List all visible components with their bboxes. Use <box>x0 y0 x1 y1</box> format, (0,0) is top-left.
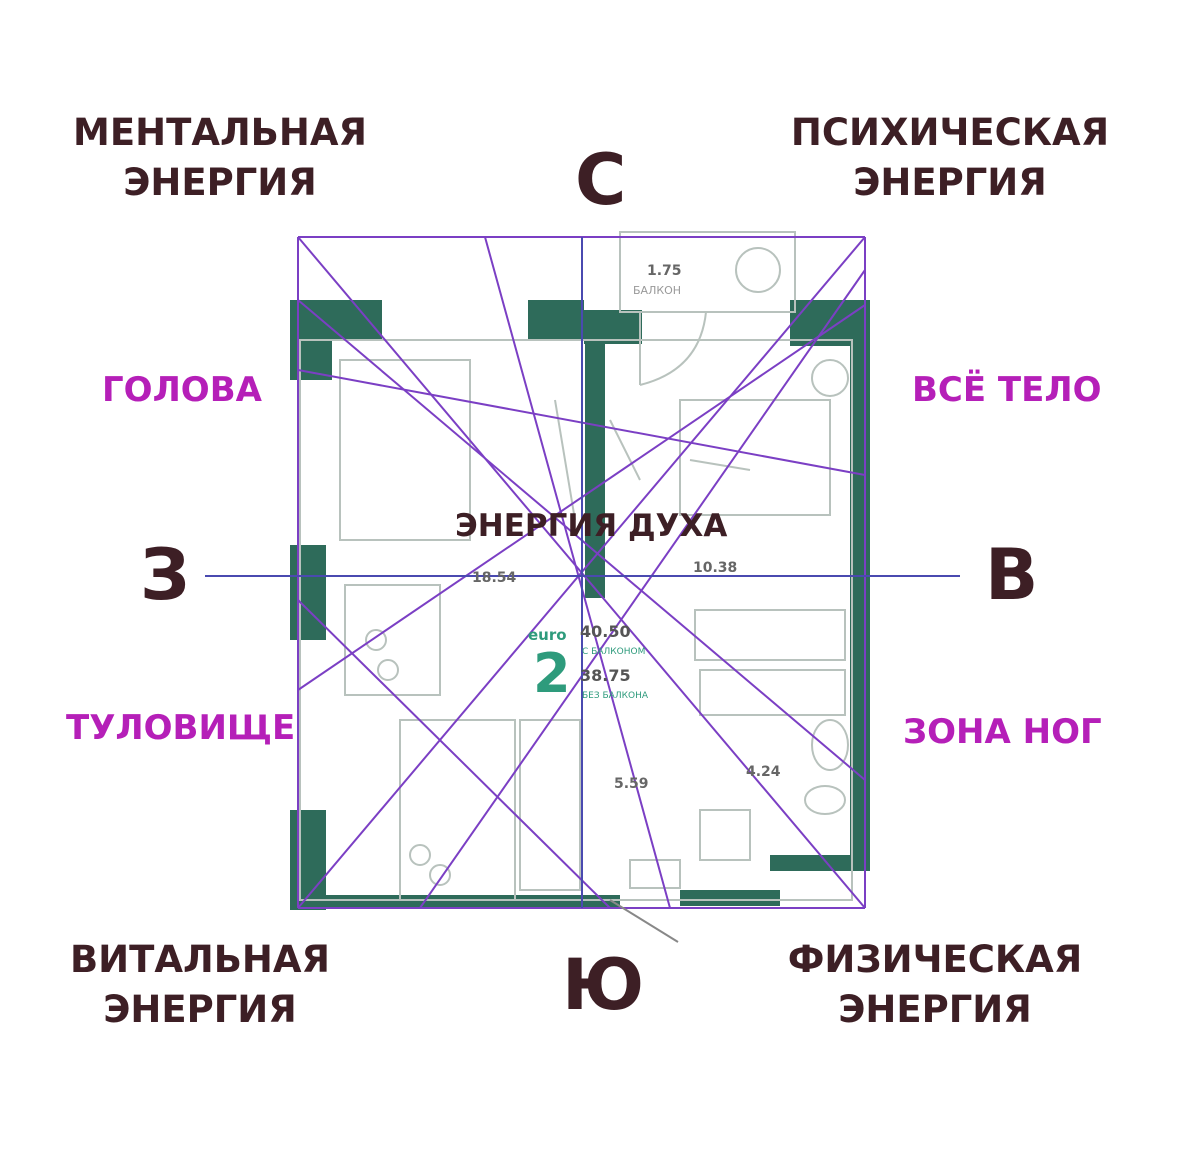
zone-mental-line1: МЕНТАЛЬНАЯ <box>73 111 367 154</box>
rooms-count: 2 <box>533 642 571 705</box>
total-without-balcony: 38.75 <box>580 666 631 685</box>
zone-psychic-energy: ПСИХИЧЕСКАЯ ЭНЕРГИЯ <box>790 108 1110 208</box>
entrance-marker <box>609 899 679 943</box>
body-whole: ВСЁ ТЕЛО <box>912 370 1102 410</box>
total-with-balcony: 40.50 <box>580 622 631 641</box>
zone-physical-line1: ФИЗИЧЕСКАЯ <box>787 938 1083 981</box>
direction-east: В <box>985 534 1039 616</box>
zone-vital-energy: ВИТАЛЬНАЯ ЭНЕРГИЯ <box>60 935 340 1035</box>
direction-north: С <box>575 139 627 221</box>
zone-mental-line2: ЭНЕРГИЯ <box>123 161 317 204</box>
balcony-area: 1.75 <box>647 263 682 279</box>
hall-area: 5.59 <box>614 776 649 792</box>
zone-physical-line2: ЭНЕРГИЯ <box>838 988 1032 1031</box>
euro-label: euro <box>528 626 567 644</box>
plan-labels: 1.75 БАЛКОН 18.54 10.38 5.59 4.24 euro 2… <box>472 263 781 792</box>
body-legs: ЗОНА НОГ <box>903 712 1102 752</box>
direction-south: Ю <box>562 944 645 1026</box>
zone-spirit-energy: ЭНЕРГИЯ ДУХА <box>455 508 728 544</box>
zone-vital-line1: ВИТАЛЬНАЯ <box>69 938 331 981</box>
zone-mental-energy: МЕНТАЛЬНАЯ ЭНЕРГИЯ <box>70 108 370 208</box>
direction-west: З <box>140 534 190 616</box>
zone-psychic-line1: ПСИХИЧЕСКАЯ <box>790 111 1110 154</box>
bath-area: 4.24 <box>746 764 781 780</box>
body-head: ГОЛОВА <box>102 370 262 410</box>
interior-lines <box>299 231 853 901</box>
living-area: 18.54 <box>472 570 517 586</box>
balcony-label: БАЛКОН <box>633 284 681 297</box>
zone-vital-line2: ЭНЕРГИЯ <box>103 988 297 1031</box>
zone-psychic-line2: ЭНЕРГИЯ <box>853 161 1047 204</box>
zone-physical-energy: ФИЗИЧЕСКАЯ ЭНЕРГИЯ <box>780 935 1090 1035</box>
energy-grid <box>205 236 960 909</box>
body-torso: ТУЛОВИЩЕ <box>66 708 296 748</box>
without-balcony-label: БЕЗ БАЛКОНА <box>582 691 649 701</box>
with-balcony-label: С БАЛКОНОМ <box>582 647 645 657</box>
bedroom-area: 10.38 <box>693 560 737 576</box>
